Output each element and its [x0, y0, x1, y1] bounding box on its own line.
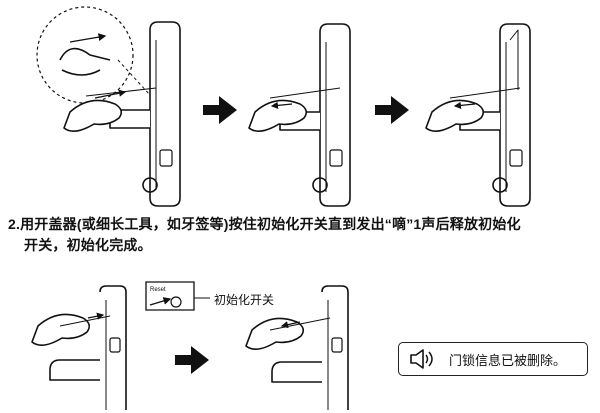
step-arrow-1	[203, 96, 237, 124]
zoom-circle	[36, 6, 134, 104]
panel-3-lock	[425, 23, 531, 207]
instruction-line-1: 2.用开盖器(或细长工具，如牙签等)按住初始化开关直到发出“嘀”1声后释放初始化	[8, 216, 521, 232]
reset-label-tiny: Reset	[150, 287, 166, 293]
panel-1-lock	[36, 6, 181, 207]
status-message-box: 门锁信息已被删除。	[398, 342, 588, 376]
step-2-instruction: 2.用开盖器(或细长工具，如牙签等)按住初始化开关直到发出“嘀”1声后释放初始化…	[8, 214, 594, 256]
reset-switch-label: 初始化开关	[214, 293, 275, 307]
instruction-line-2: 开关，初始化完成。	[24, 237, 152, 253]
status-message-text: 门锁信息已被删除。	[449, 352, 567, 368]
panel-5-lock	[245, 285, 349, 410]
speaker-icon	[410, 349, 433, 369]
step-arrow-2	[375, 96, 409, 124]
step-arrow-3	[175, 346, 209, 374]
reset-button-zoom	[145, 281, 210, 311]
panel-4-lock	[31, 285, 127, 410]
panel-2-lock	[248, 23, 351, 207]
